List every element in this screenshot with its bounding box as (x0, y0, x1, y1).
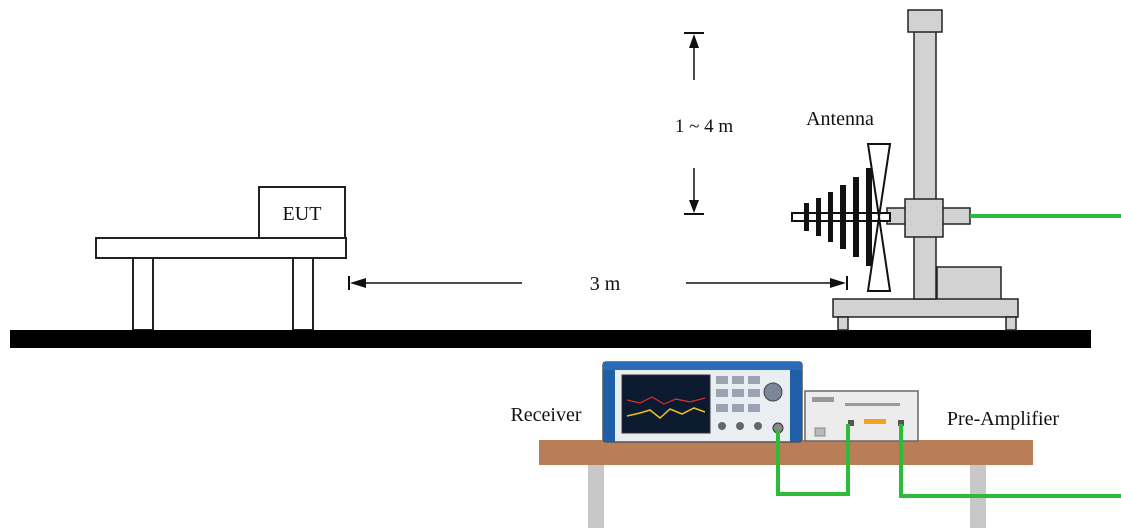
height-arrow (684, 32, 704, 215)
receiver-label: Receiver (510, 404, 581, 426)
distance-label: 3 m (590, 273, 621, 295)
eut-table-leg-right (292, 257, 314, 331)
mast-pole (913, 30, 937, 300)
cable-receiver-preamp (776, 424, 850, 496)
mast-base-plate (832, 298, 1019, 318)
antenna-icon (791, 143, 892, 292)
antenna-mast (832, 9, 1019, 331)
eut-table-leg-left (132, 257, 154, 331)
preamp-label: Pre-Amplifier (947, 408, 1060, 430)
mast-base-box (936, 266, 1002, 301)
eut-table-top (95, 237, 347, 259)
height-label: 1 ~ 4 m (675, 116, 734, 137)
eut-label: EUT (283, 203, 322, 225)
mast-foot-right (1005, 316, 1017, 331)
mast-top-cap (907, 9, 943, 33)
mast-clamp (904, 198, 944, 238)
receiver-device (602, 361, 803, 443)
bench-top (539, 440, 1033, 465)
eut-table (95, 237, 347, 331)
antenna-label: Antenna (806, 108, 874, 130)
distance-arrow (348, 276, 848, 290)
mast-foot-left (837, 316, 849, 331)
receiver-screen (621, 374, 711, 434)
receiver-bench (539, 440, 1033, 528)
bench-leg-left (588, 464, 604, 528)
eut-box: EUT (258, 186, 346, 239)
coax-cables (776, 214, 1121, 498)
ground-plane (10, 330, 1091, 348)
cable-preamp-in (899, 424, 1121, 498)
